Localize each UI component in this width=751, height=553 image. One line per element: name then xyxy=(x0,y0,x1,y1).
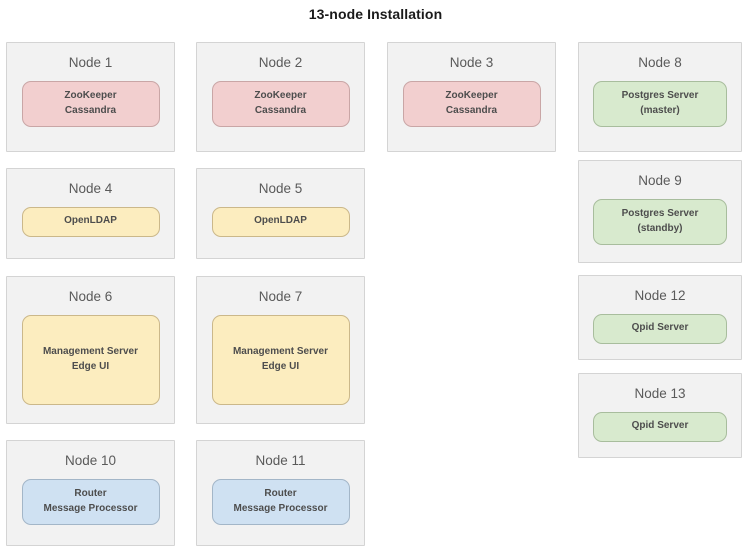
service-label: Management Server xyxy=(42,346,139,357)
service-label: ZooKeeper xyxy=(254,90,307,101)
node-title: Node 11 xyxy=(255,453,306,468)
service-label: Edge UI xyxy=(261,360,300,372)
page-title: 13-node Installation xyxy=(308,6,443,22)
service-label: Cassandra xyxy=(254,104,307,116)
node-title: Node 2 xyxy=(258,55,303,70)
node-title: Node 5 xyxy=(258,181,303,196)
service-label: Router xyxy=(264,488,297,499)
node-title: Node 3 xyxy=(449,55,494,70)
service-label: Qpid Server xyxy=(631,420,689,432)
service-label: Postgres Server xyxy=(621,208,699,219)
service-label: Postgres Server xyxy=(621,90,699,101)
service-label: OpenLDAP xyxy=(64,215,117,227)
service-label: (master) xyxy=(640,104,680,116)
service-label: ZooKeeper xyxy=(64,90,117,101)
node-title: Node 10 xyxy=(64,453,117,468)
node-title: Node 6 xyxy=(68,289,113,304)
service-label: Management Server xyxy=(232,346,329,357)
node-service-box: Qpid Server xyxy=(593,411,727,442)
service-label: Message Processor xyxy=(43,502,138,514)
node-card: Node 4 OpenLDAP xyxy=(6,168,175,259)
node-title: Node 7 xyxy=(258,289,303,304)
node-service-box: Postgres Server (master) xyxy=(593,80,727,127)
node-title: Node 13 xyxy=(634,386,686,401)
node-title: Node 12 xyxy=(634,288,686,303)
node-service-box: OpenLDAP xyxy=(211,206,350,237)
service-label: Cassandra xyxy=(445,104,498,116)
service-label: Cassandra xyxy=(64,104,117,116)
node-service-box: Qpid Server xyxy=(593,313,727,344)
service-label: Router xyxy=(74,488,107,499)
node-service-box: Postgres Server (standby) xyxy=(593,198,727,245)
node-title: Node 4 xyxy=(68,181,113,196)
node-title: Node 9 xyxy=(638,173,682,188)
node-card: Node 13 Qpid Server xyxy=(578,373,742,458)
service-label: Edge UI xyxy=(71,360,110,372)
node-card: Node 9 Postgres Server (standby) xyxy=(578,160,742,263)
service-label: (standby) xyxy=(637,222,683,234)
node-card: Node 5 OpenLDAP xyxy=(196,168,365,259)
node-title: Node 1 xyxy=(68,55,113,70)
service-label: Qpid Server xyxy=(631,322,689,334)
service-label: OpenLDAP xyxy=(254,215,307,227)
service-label: Message Processor xyxy=(233,502,328,514)
node-card: Node 8 Postgres Server (master) xyxy=(578,42,742,152)
node-title: Node 8 xyxy=(638,55,682,70)
node-card: Node 12 Qpid Server xyxy=(578,275,742,360)
service-label: ZooKeeper xyxy=(445,90,498,101)
node-service-box: OpenLDAP xyxy=(21,206,160,237)
